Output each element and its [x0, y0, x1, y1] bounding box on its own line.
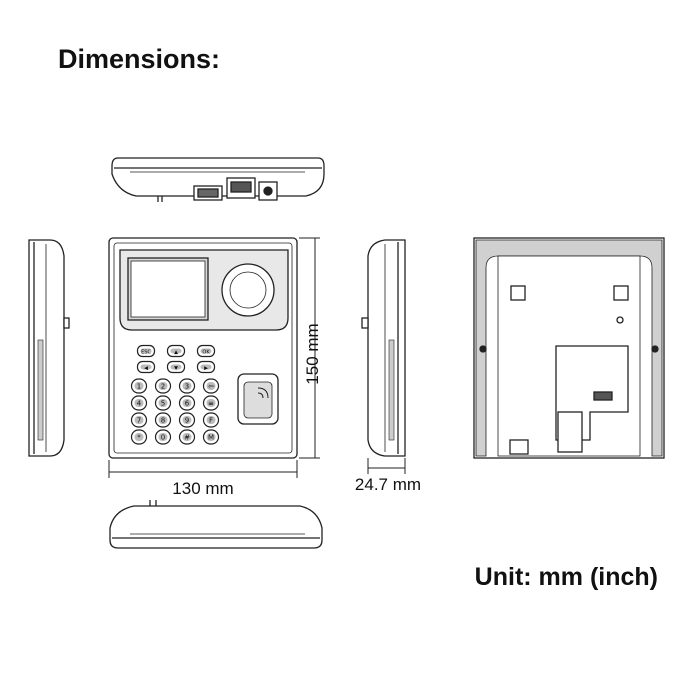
keypad-key-label: OK — [202, 350, 210, 356]
depth-label: 24.7 mm — [355, 475, 421, 494]
page-title: Dimensions: — [58, 44, 221, 74]
keypad-key-label: ESC — [141, 350, 151, 356]
keypad-key-label: ≡ — [208, 400, 214, 408]
keypad-key: 5 — [154, 395, 172, 411]
keypad-key-label: 9 — [185, 417, 189, 425]
keypad-key-label: ▶ — [204, 366, 208, 372]
keypad-key: 6 — [178, 395, 196, 411]
keypad-key: 2 — [154, 378, 172, 394]
keypad-key-label: # — [184, 434, 190, 442]
back-view — [473, 237, 665, 459]
keypad-key: ESC — [136, 344, 156, 358]
keypad-key: 3 — [178, 378, 196, 394]
width-label: 130 mm — [172, 479, 233, 498]
keypad-key: 0 — [154, 429, 172, 445]
keypad-key-label: ▼ — [174, 366, 178, 372]
unit-note: Unit: mm (inch) — [474, 563, 658, 591]
keypad-key-label: F — [209, 417, 213, 425]
keypad-key-label: ▲ — [174, 350, 178, 356]
keypad-key-label: 5 — [161, 400, 165, 408]
keypad-key: ≡ — [202, 395, 220, 411]
height-dimension — [299, 237, 320, 459]
depth-dimension — [367, 458, 406, 474]
keypad-key-label: 6 — [185, 400, 190, 408]
keypad-key: M — [202, 429, 220, 445]
keypad-key: OK — [196, 344, 216, 358]
keypad-key-label: * — [137, 434, 141, 442]
keypad-key-label: 2 — [161, 383, 165, 391]
keypad-key-label: M — [208, 434, 214, 442]
keypad-key: ⇦ — [202, 378, 220, 394]
keypad-key-label: 8 — [161, 417, 165, 425]
keypad-key: ▶ — [196, 360, 216, 374]
keypad-key-label: 1 — [137, 383, 141, 391]
top-view — [111, 157, 325, 202]
keypad-key: F — [202, 412, 220, 428]
right-side-view — [361, 239, 406, 457]
width-dimension — [108, 460, 298, 478]
keypad-key: 8 — [154, 412, 172, 428]
keypad-key: # — [178, 429, 196, 445]
keypad-key-label: ⇦ — [208, 383, 214, 391]
left-side-view — [28, 239, 70, 457]
height-label: 150 mm — [303, 323, 322, 384]
bottom-view — [109, 500, 323, 549]
keypad-key: * — [130, 429, 148, 445]
keypad-key-label: 4 — [137, 400, 142, 408]
keypad: ESC ▲ OK ◀ ▼ ▶ 1 2 3 ⇦ 4 5 6 ≡ 7 8 9 F * 0 # M — [130, 344, 220, 445]
keypad-key: ▼ — [166, 360, 186, 374]
keypad-key-label: ◀ — [144, 366, 148, 372]
keypad-key-label: 3 — [185, 383, 189, 391]
keypad-key: ▲ — [166, 344, 186, 358]
keypad-key-label: 0 — [161, 434, 165, 442]
keypad-key-label: 7 — [137, 417, 141, 425]
keypad-key: ◀ — [136, 360, 156, 374]
keypad-key: 1 — [130, 378, 148, 394]
keypad-key: 7 — [130, 412, 148, 428]
keypad-key: 4 — [130, 395, 148, 411]
keypad-key: 9 — [178, 412, 196, 428]
